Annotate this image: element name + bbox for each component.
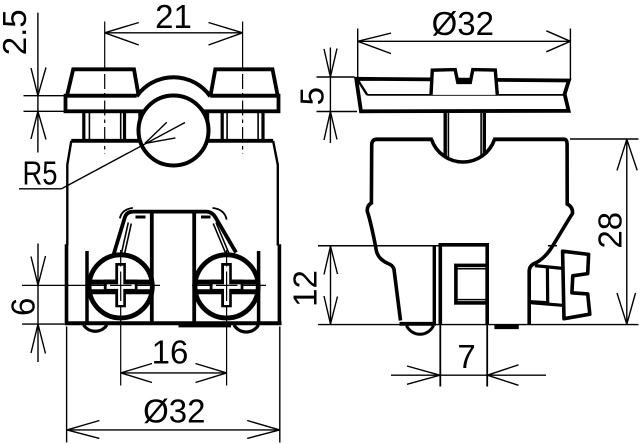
svg-text:Ø32: Ø32 [432,5,494,42]
svg-text:7: 7 [457,338,475,375]
svg-text:28: 28 [591,212,628,249]
svg-text:R5: R5 [23,155,58,192]
svg-text:16: 16 [152,334,189,371]
svg-text:6: 6 [5,298,42,316]
svg-text:2.5: 2.5 [0,9,33,55]
svg-text:Ø32: Ø32 [143,393,205,430]
svg-text:21: 21 [155,0,192,35]
svg-text:5: 5 [294,87,331,105]
svg-text:12: 12 [287,270,324,307]
